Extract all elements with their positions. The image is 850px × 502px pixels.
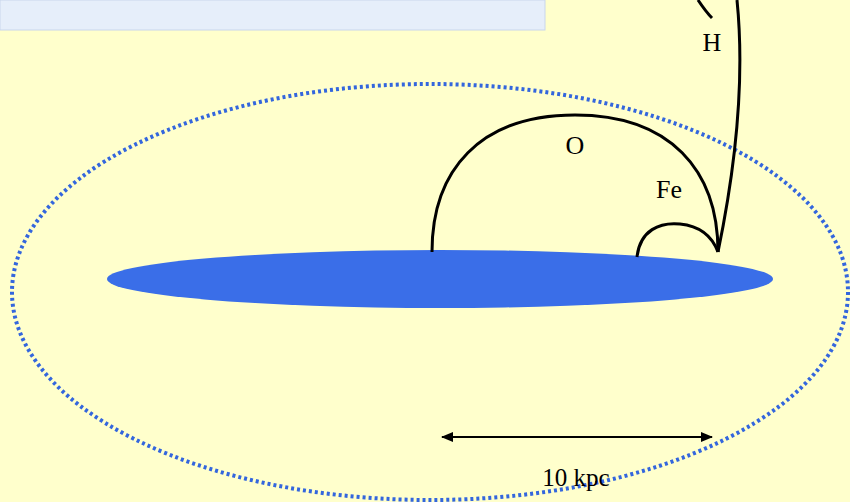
halo-outline: [12, 84, 848, 500]
element-label: Fe: [656, 177, 682, 203]
galactic-disk: [107, 250, 773, 308]
header-panel: [0, 0, 545, 30]
hydrogen-orbit: [698, 0, 712, 18]
iron-orbit: [637, 224, 718, 257]
element-label: O: [566, 133, 585, 159]
scale-arrow: [442, 436, 712, 438]
oxygen-orbit: [432, 115, 718, 252]
scale-label: 10 kpc: [542, 465, 609, 490]
element-label: H: [703, 30, 722, 56]
